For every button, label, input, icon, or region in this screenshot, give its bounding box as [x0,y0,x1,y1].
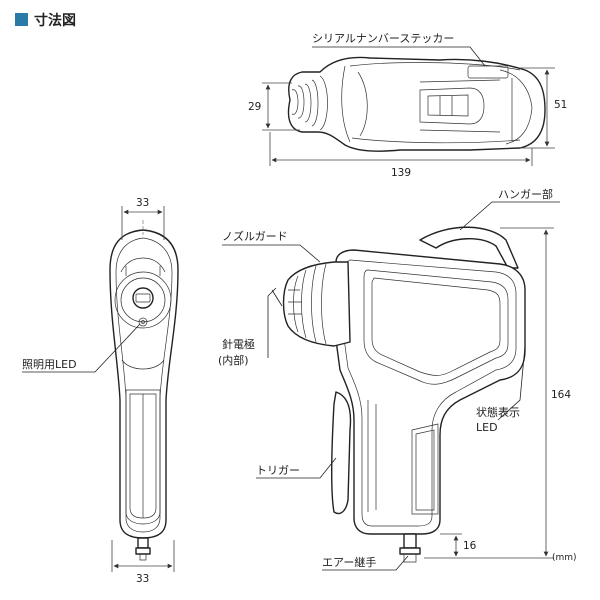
label-nozzle-guard: ノズルガード [222,229,288,243]
top-view: シリアルナンバーステッカー 29 51 139 [248,32,567,179]
label-lighting-led: 照明用LED [22,358,77,371]
page-title: 寸法図 [34,12,76,29]
label-status-led-2: LED [476,421,498,434]
unit-label: (mm) [552,553,577,563]
label-needle-electrode-2: (内部) [218,353,249,367]
label-serial-sticker: シリアルナンバーステッカー [312,32,454,45]
header-square-icon [15,13,28,26]
dim-joint-height: 16 [463,540,477,552]
label-status-led-1: 状態表示 [476,405,520,419]
front-view: 33 33 照明用LED [22,197,179,585]
dim-front-width-top: 33 [136,197,149,209]
label-hanger: ハンガー部 [498,187,553,201]
dim-top-height: 29 [248,101,261,113]
label-needle-electrode-1: 針電極 [222,337,255,351]
dim-top-total-height: 51 [554,99,567,111]
dim-front-width-bottom: 33 [136,573,149,585]
label-trigger: トリガー [256,464,300,477]
dim-top-length: 139 [391,167,411,179]
side-view: ハンガー部 ノズルガード 針電極 (内部) 状態表示 LED トリガー エアー継… [218,187,577,571]
label-air-joint: エアー継手 [322,555,376,569]
dim-side-height: 164 [551,389,571,401]
section-header: 寸法図 [15,12,76,29]
